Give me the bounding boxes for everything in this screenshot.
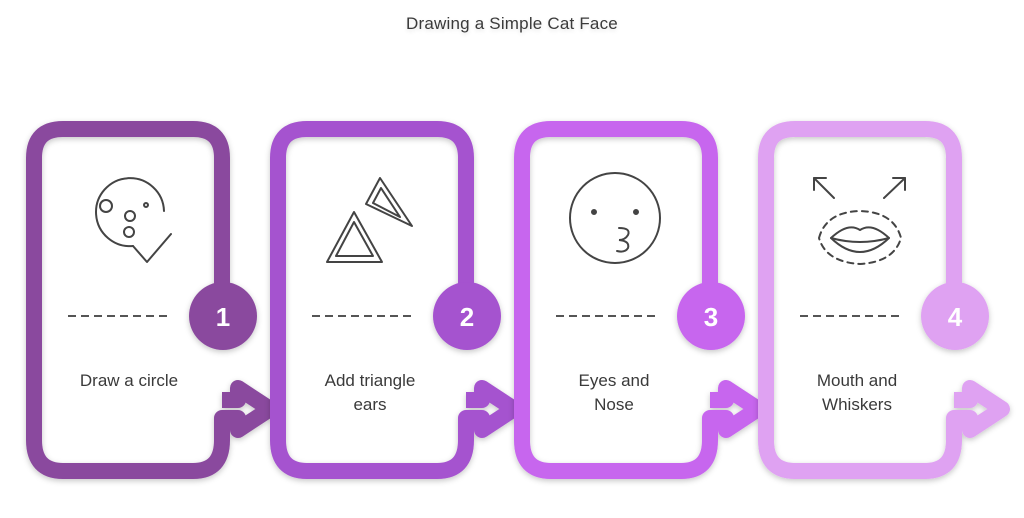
step-3 bbox=[514, 121, 766, 479]
circle-with-dots-check-icon bbox=[95, 177, 172, 263]
step-3-number-badge bbox=[677, 282, 745, 350]
step-1-label-line1: Draw a circle bbox=[79, 371, 179, 390]
step-4-label: Mouth and Whiskers bbox=[782, 369, 932, 417]
lips-with-arrows-icon bbox=[813, 177, 906, 265]
step-4-label-line2: Whiskers bbox=[822, 395, 892, 414]
step-2-number: 2 bbox=[460, 302, 474, 332]
diagram-title: Drawing a Simple Cat Face bbox=[406, 14, 618, 33]
step-2-label: Add triangle ears bbox=[295, 369, 445, 417]
step-2-frame bbox=[270, 121, 522, 479]
step-3-label-line2: Nose bbox=[594, 395, 634, 414]
step-1-frame bbox=[26, 121, 278, 479]
face-with-nose-icon bbox=[569, 172, 661, 264]
step-4 bbox=[758, 121, 1010, 479]
step-1-number-badge bbox=[189, 282, 257, 350]
step-3-number: 3 bbox=[704, 302, 718, 332]
step-2-label-line1: Add triangle bbox=[324, 371, 416, 390]
step-4-label-line1: Mouth and bbox=[816, 371, 898, 390]
step-2-label-line2: ears bbox=[353, 395, 387, 414]
step-1-label: Draw a circle bbox=[54, 369, 204, 393]
step-2-number-badge bbox=[433, 282, 501, 350]
step-4-frame bbox=[758, 121, 1010, 479]
step-3-label-line1: Eyes and bbox=[578, 371, 650, 390]
step-1-number: 1 bbox=[216, 302, 230, 332]
triangles-icon bbox=[326, 177, 413, 263]
step-4-number-badge bbox=[921, 282, 989, 350]
step-3-label: Eyes and Nose bbox=[539, 369, 689, 417]
step-4-number: 4 bbox=[948, 302, 963, 332]
step-3-frame bbox=[514, 121, 766, 479]
step-2 bbox=[270, 121, 522, 479]
step-1 bbox=[26, 121, 278, 479]
